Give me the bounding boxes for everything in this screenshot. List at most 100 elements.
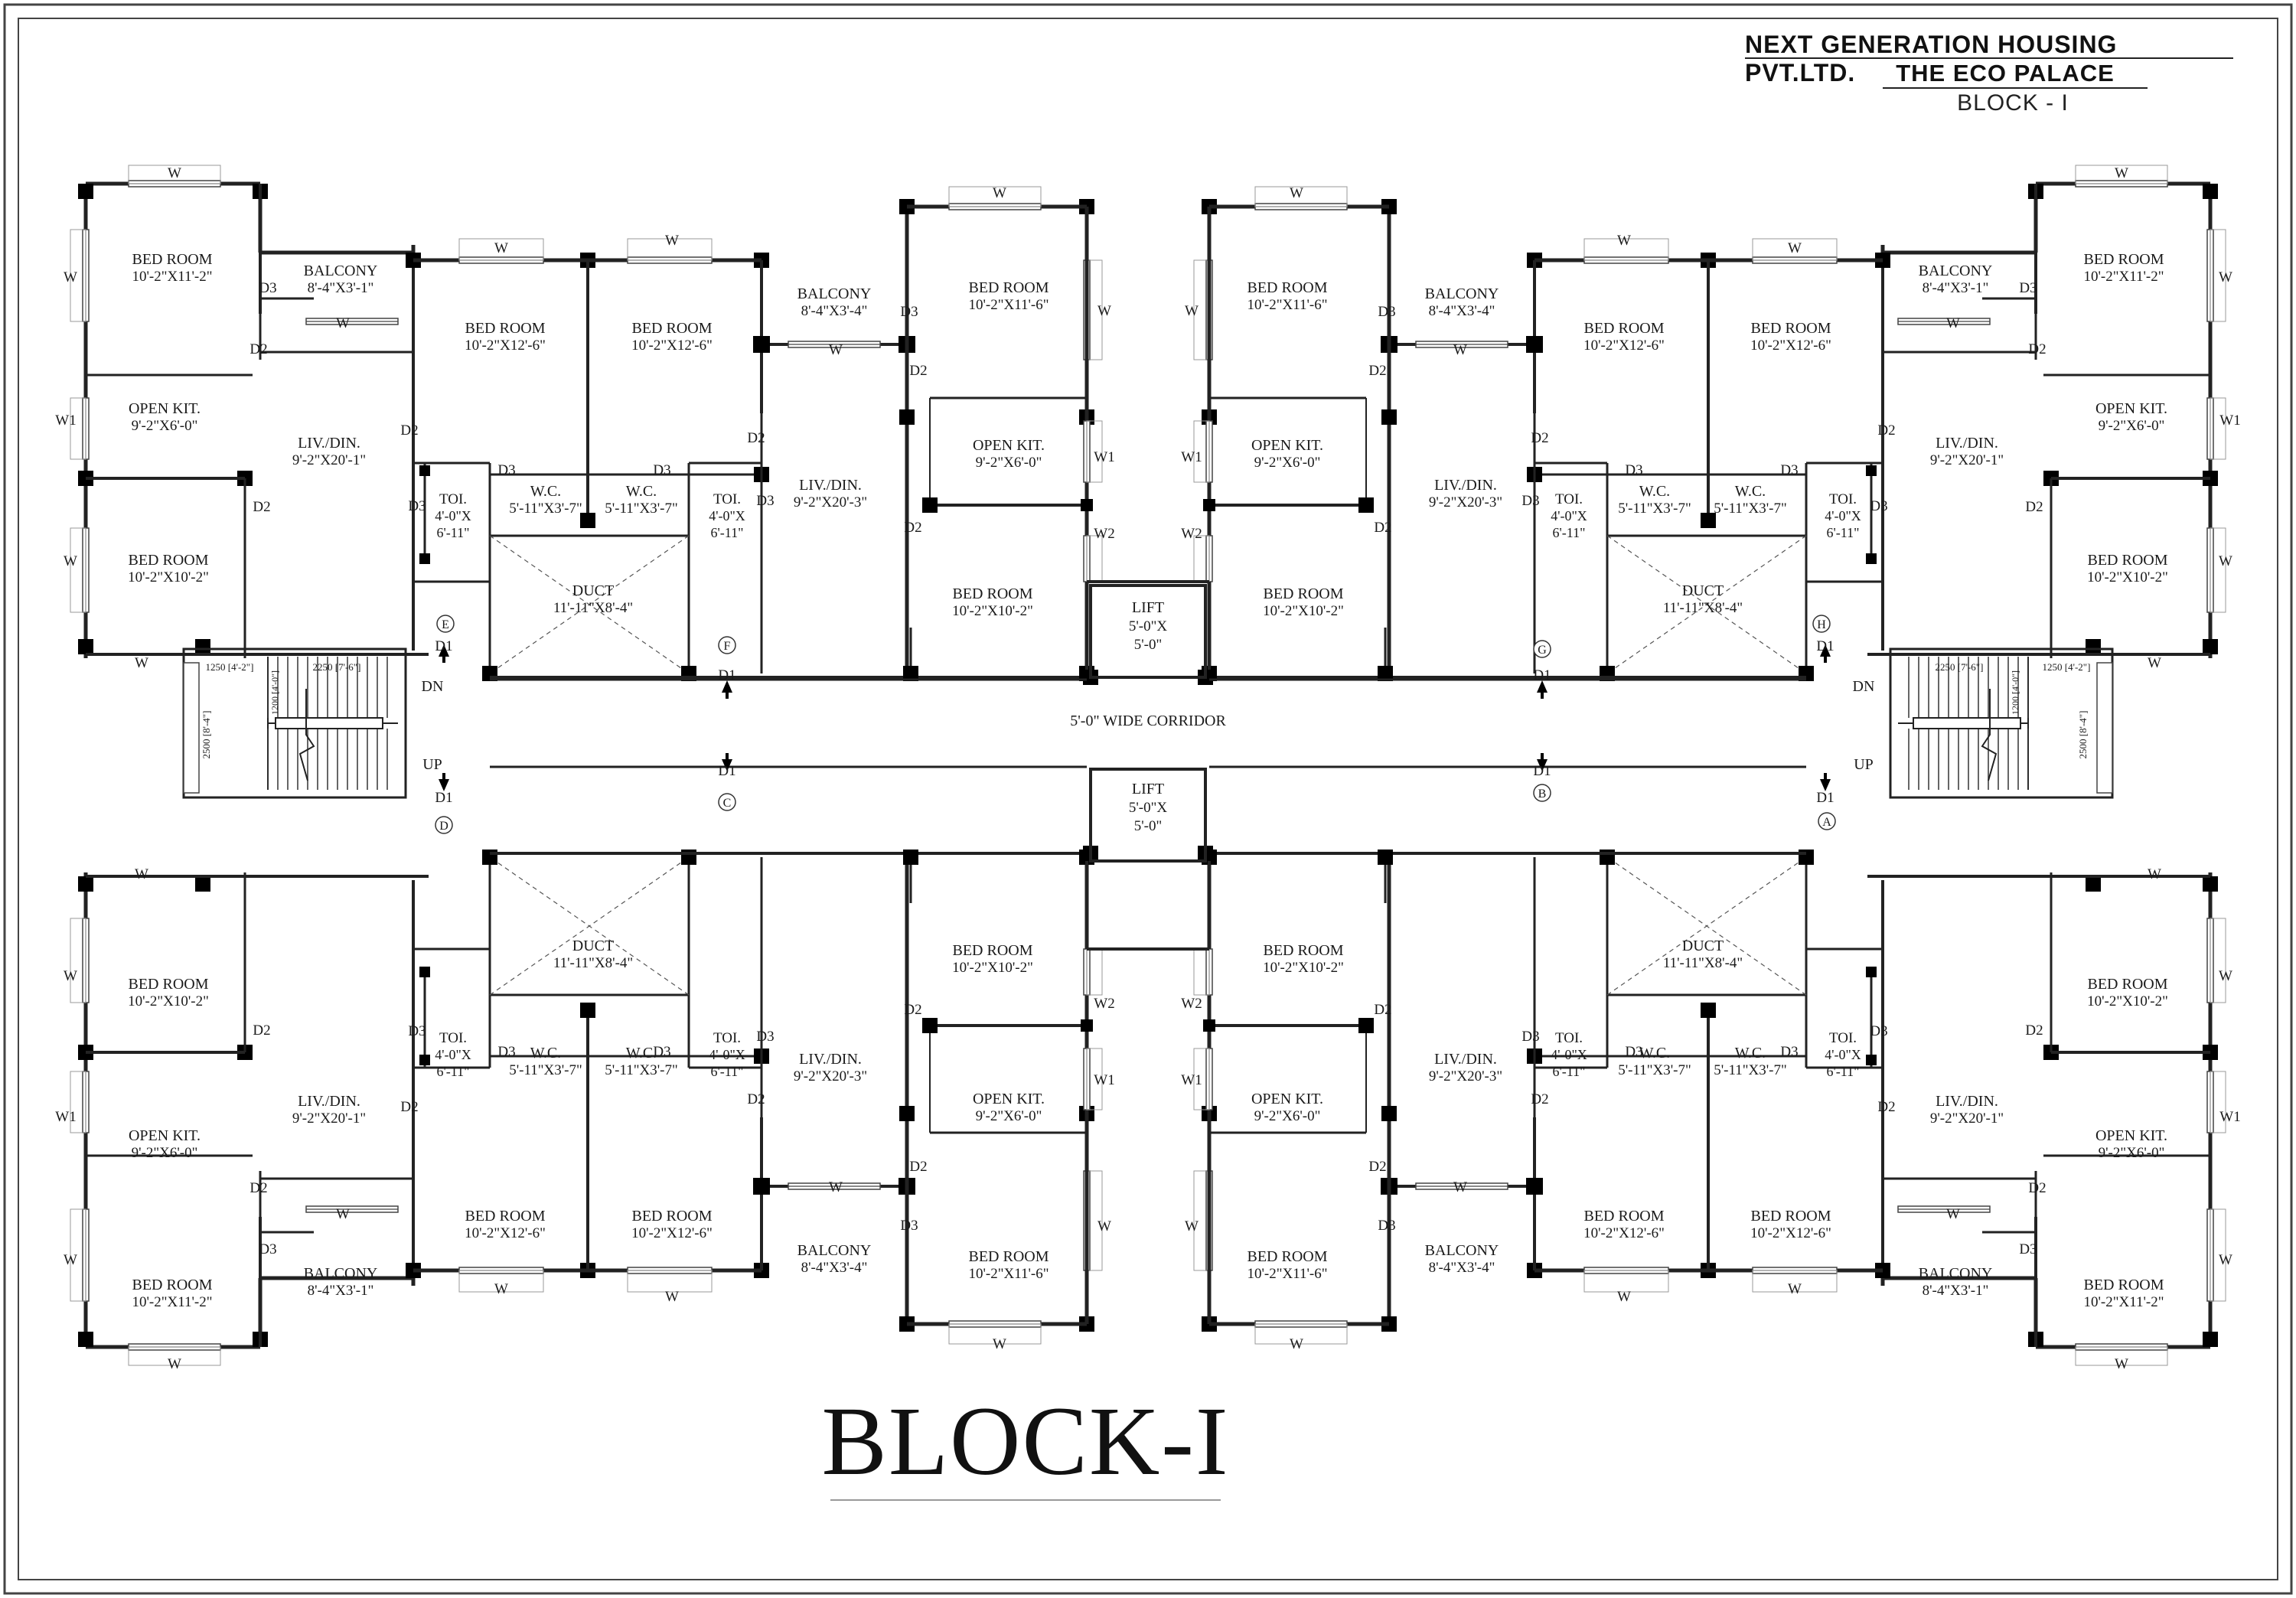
duct-name: DUCT	[572, 582, 614, 599]
window-tag: W1	[55, 1109, 76, 1125]
living-dining-dim: 9'-2"X20'-1"	[1930, 452, 2004, 468]
bedroom-name: BED ROOM	[1750, 320, 1831, 337]
entry-arrow	[439, 644, 449, 657]
door-tag: D2	[904, 1002, 921, 1018]
bedroom-dim: 10'-2"X11'-6"	[968, 297, 1049, 313]
bedroom-name: BED ROOM	[952, 585, 1032, 602]
door-tag: D3	[1870, 1023, 1887, 1039]
window-tag: W2	[1094, 526, 1114, 542]
living-dining-name: LIV./DIN.	[298, 1093, 360, 1110]
column	[78, 639, 93, 654]
balcony-name: BALCONY	[304, 1265, 378, 1282]
wc-name: W.C.	[1735, 483, 1766, 500]
bedroom-dim: 10'-2"X12'-6"	[1750, 1225, 1831, 1241]
bedroom-name: BED ROOM	[465, 320, 545, 337]
column	[1378, 850, 1393, 865]
company-name: NEXT GENERATION HOUSING PVT.LTD.	[1745, 31, 2118, 86]
window-tag: W	[1185, 1218, 1199, 1234]
stair-dimension: 2500 [8'-4"]	[2077, 711, 2089, 759]
bedroom-dim: 10'-2"X11'-2"	[2083, 1294, 2164, 1310]
duct-name: DUCT	[572, 938, 614, 954]
living-dining-dim: 9'-2"X20'-1"	[292, 1110, 366, 1127]
duct-name: DUCT	[1682, 938, 1724, 954]
window-sill	[128, 1346, 221, 1366]
toilet-dim: 6'-11"	[1553, 525, 1586, 540]
stair-dimension: 2250 [7'-6"]	[313, 661, 361, 673]
bedroom-name: BED ROOM	[1263, 942, 1343, 959]
balcony-dim: 8'-4"X3'-4"	[801, 1260, 868, 1276]
bedroom-dim: 10'-2"X10'-2"	[1263, 603, 1344, 619]
column	[1866, 967, 1877, 977]
wc-dim: 5'-11"X3'-7"	[509, 501, 582, 517]
flat-marker-circle	[1533, 784, 1551, 802]
duct-cross	[1606, 856, 1807, 996]
window-tag: W	[1290, 185, 1303, 201]
lift-dim: 5'-0"	[1134, 637, 1163, 653]
window-tag: W	[64, 269, 77, 285]
column	[419, 465, 430, 476]
door-tag: D3	[2019, 1241, 2037, 1257]
toilet-name: TOI.	[1829, 491, 1857, 507]
column	[903, 666, 918, 681]
toilet-name: TOI.	[1555, 491, 1583, 507]
stair-landing-rail	[275, 717, 383, 729]
bedroom-name: BED ROOM	[132, 1277, 212, 1293]
window-sill	[2210, 918, 2226, 1003]
balcony-name: BALCONY	[1919, 263, 1993, 279]
living-dining-name: LIV./DIN.	[1434, 1051, 1497, 1068]
window-tag: W	[494, 1281, 508, 1297]
door-tag: D3	[408, 1023, 426, 1039]
window-sill	[2075, 1346, 2168, 1366]
door-tag: D1	[718, 667, 735, 683]
duct-dim: 11'-11"X8'-4"	[553, 955, 633, 971]
door-tag: D2	[1374, 1002, 1391, 1018]
door-tag: D2	[1368, 363, 1386, 379]
flat-marker-a: A	[1822, 816, 1831, 829]
column	[1866, 553, 1877, 564]
stair-dimension: 1250 [4'-2"]	[206, 661, 254, 673]
window-tag: W	[993, 1336, 1006, 1352]
quadrant	[1148, 165, 2226, 685]
door-tag: D2	[1531, 430, 1548, 446]
column	[1701, 513, 1716, 528]
window-tag: W1	[1094, 1072, 1114, 1088]
window-tag: W	[829, 1179, 843, 1195]
wc-name: W.C.	[1735, 1045, 1766, 1062]
door-tag: D2	[1877, 1099, 1895, 1115]
bedroom-name: BED ROOM	[465, 1208, 545, 1225]
window-tag: W	[665, 233, 679, 249]
door-tag: D2	[253, 1022, 270, 1039]
wc-name: W.C.	[626, 483, 657, 500]
window-sill	[70, 229, 86, 322]
balcony-dim: 8'-4"X3'-4"	[801, 303, 868, 319]
bedroom-name: BED ROOM	[128, 976, 208, 993]
lift-shaft	[1089, 584, 1207, 679]
flat-marker-circle	[435, 816, 453, 834]
window-tag: W	[2115, 165, 2128, 181]
column	[903, 850, 918, 865]
bedroom-name: BED ROOM	[2087, 552, 2167, 569]
toilet-dim: 4'-0"X	[435, 508, 471, 523]
block-header: BLOCK - I	[1957, 90, 2069, 116]
window-sill	[70, 918, 86, 1003]
window-sill	[1583, 238, 1669, 261]
window-sill	[70, 1208, 86, 1302]
stair-down-label: DN	[1853, 678, 1875, 695]
bedroom-dim: 10'-2"X12'-6"	[1583, 338, 1665, 354]
window-tag: W	[135, 866, 148, 882]
column	[78, 184, 93, 199]
window-sill	[1086, 420, 1103, 483]
wc-dim: 5'-11"X3'-7"	[1618, 1062, 1691, 1078]
balcony-name: BALCONY	[797, 1242, 872, 1259]
door-tag: D3	[653, 1044, 670, 1060]
column	[2086, 876, 2101, 892]
lift-name: LIFT	[1132, 781, 1164, 797]
window-tag: W	[168, 1356, 181, 1372]
toilet-dim: 6'-11"	[437, 1064, 470, 1079]
bedroom-name: BED ROOM	[128, 552, 208, 569]
lift-dim: 5'-0"	[1134, 818, 1163, 834]
window-tag: W	[665, 1289, 679, 1305]
block-title: BLOCK-I	[821, 1387, 1230, 1495]
flat-marker-h: H	[1817, 618, 1826, 631]
duct-name: DUCT	[1682, 582, 1724, 599]
